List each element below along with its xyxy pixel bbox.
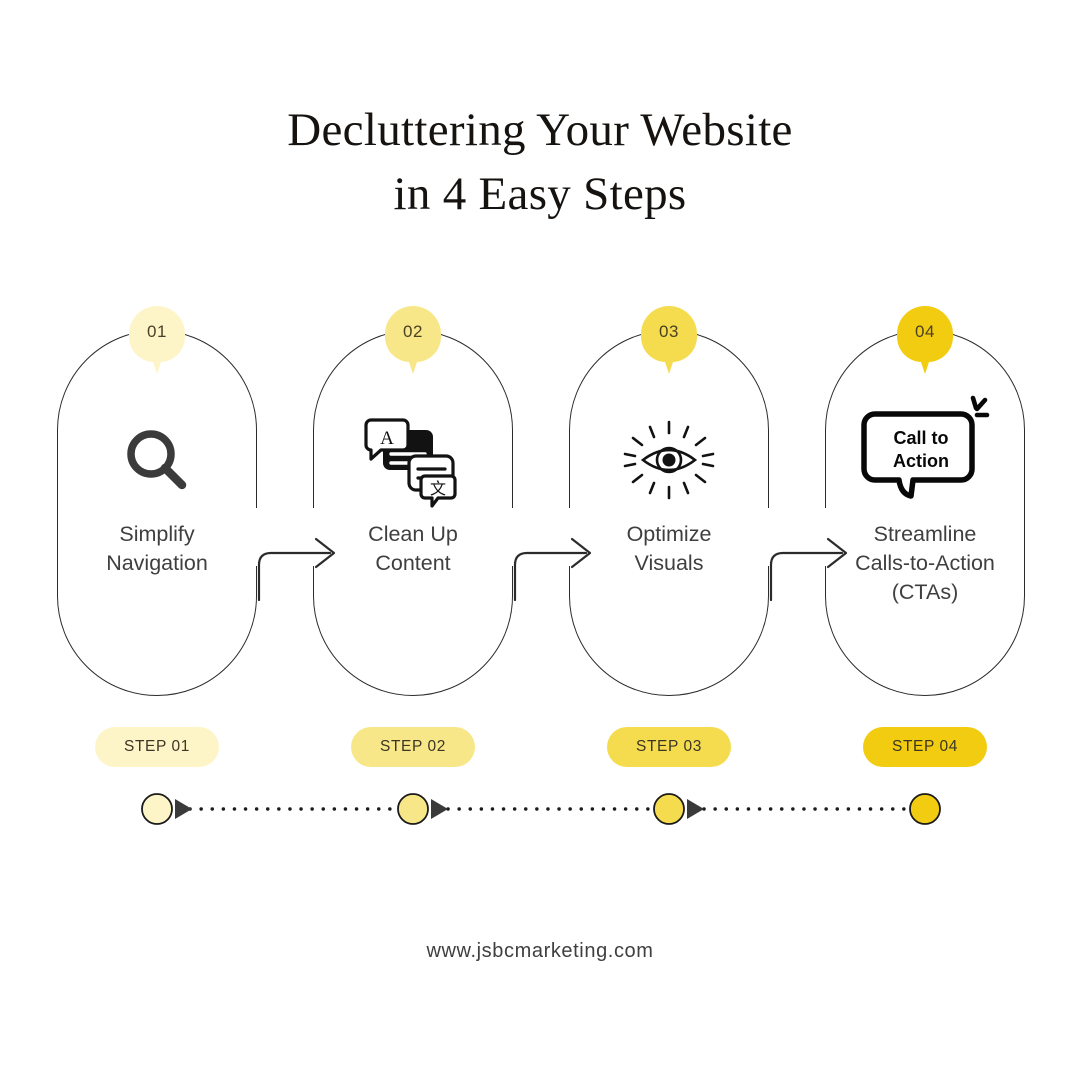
card-3-arrow-notch-right (762, 508, 778, 566)
progress-dot-3 (653, 793, 685, 825)
step-pill-2-label: STEP 02 (380, 738, 446, 755)
translate-cjk-glyph: 文 (430, 479, 446, 498)
step-label-3-line-1: Optimize (626, 522, 712, 546)
pin-bulb-1 (129, 306, 185, 362)
progress-arrowhead-1 (175, 799, 192, 819)
progress-dot-1 (141, 793, 173, 825)
page-title: Decluttering Your Website in 4 Easy Step… (0, 98, 1080, 226)
title-line-1: Decluttering Your Website (287, 104, 793, 156)
step-pill-1[interactable]: STEP 01 (95, 727, 219, 767)
step-label-3-line-2: Visuals (634, 551, 704, 575)
step-pin-2: 02 (385, 306, 441, 374)
pin-bulb-4 (897, 306, 953, 362)
step-pin-4: 04 (897, 306, 953, 374)
step-pin-1: 01 (129, 306, 185, 374)
step-pill-3[interactable]: STEP 03 (607, 727, 731, 767)
call-to-action-bubble-icon: Call to Action (861, 395, 990, 499)
step-icon-4: Call to Action (825, 395, 1025, 500)
progress-dot-2 (397, 793, 429, 825)
step-pill-4-label: STEP 04 (892, 738, 958, 755)
step-label-4-line-2: Calls-to-Action (855, 551, 995, 575)
step-pill-4[interactable]: STEP 04 (863, 727, 987, 767)
step-label-1: Simplify Navigation (42, 520, 272, 578)
step-label-4: Streamline Calls-to-Action (CTAs) (810, 520, 1040, 607)
cta-icon-line-2: Action (893, 451, 949, 471)
progress-track (141, 793, 941, 825)
step-pill-1-label: STEP 01 (124, 738, 190, 755)
card-1-arrow-notch (250, 508, 266, 566)
step-label-2-line-1: Clean Up (368, 522, 458, 546)
progress-dot-4 (909, 793, 941, 825)
step-icon-1 (57, 410, 257, 510)
website-url: www.jsbcmarketing.com (426, 940, 654, 962)
step-icon-2: A 文 (313, 410, 513, 510)
step-number-4: 04 (915, 322, 935, 341)
step-card-1[interactable] (57, 330, 257, 696)
step-icon-3 (569, 410, 769, 510)
step-card-4[interactable] (825, 330, 1025, 696)
card-2-arrow-notch-right (506, 508, 522, 566)
cta-icon-line-1: Call to (893, 428, 948, 448)
translate-latin-glyph: A (380, 428, 394, 449)
step-card-2[interactable] (313, 330, 513, 696)
step-label-2: Clean Up Content (298, 520, 528, 578)
step-number-2: 02 (403, 322, 423, 341)
step-number-3: 03 (659, 322, 679, 341)
step-label-4-line-3: (CTAs) (891, 580, 959, 604)
step-label-2-line-2: Content (375, 551, 451, 575)
progress-arrowhead-2 (431, 799, 448, 819)
step-card-3[interactable] (569, 330, 769, 696)
step-label-3: Optimize Visuals (554, 520, 784, 578)
step-label-4-line-1: Streamline (873, 522, 977, 546)
search-icon (127, 430, 187, 490)
translate-content-icon: A 文 (364, 418, 457, 508)
title-line-2: in 4 Easy Steps (393, 168, 687, 220)
step-number-1: 01 (147, 322, 167, 341)
step-pill-2[interactable]: STEP 02 (351, 727, 475, 767)
pin-bulb-2 (385, 306, 441, 362)
step-label-1-line-2: Navigation (106, 551, 208, 575)
step-pin-3: 03 (641, 306, 697, 374)
progress-arrowhead-3 (687, 799, 704, 819)
step-pill-3-label: STEP 03 (636, 738, 702, 755)
eye-icon (623, 420, 715, 500)
pin-bulb-3 (641, 306, 697, 362)
step-label-1-line-1: Simplify (119, 522, 195, 546)
